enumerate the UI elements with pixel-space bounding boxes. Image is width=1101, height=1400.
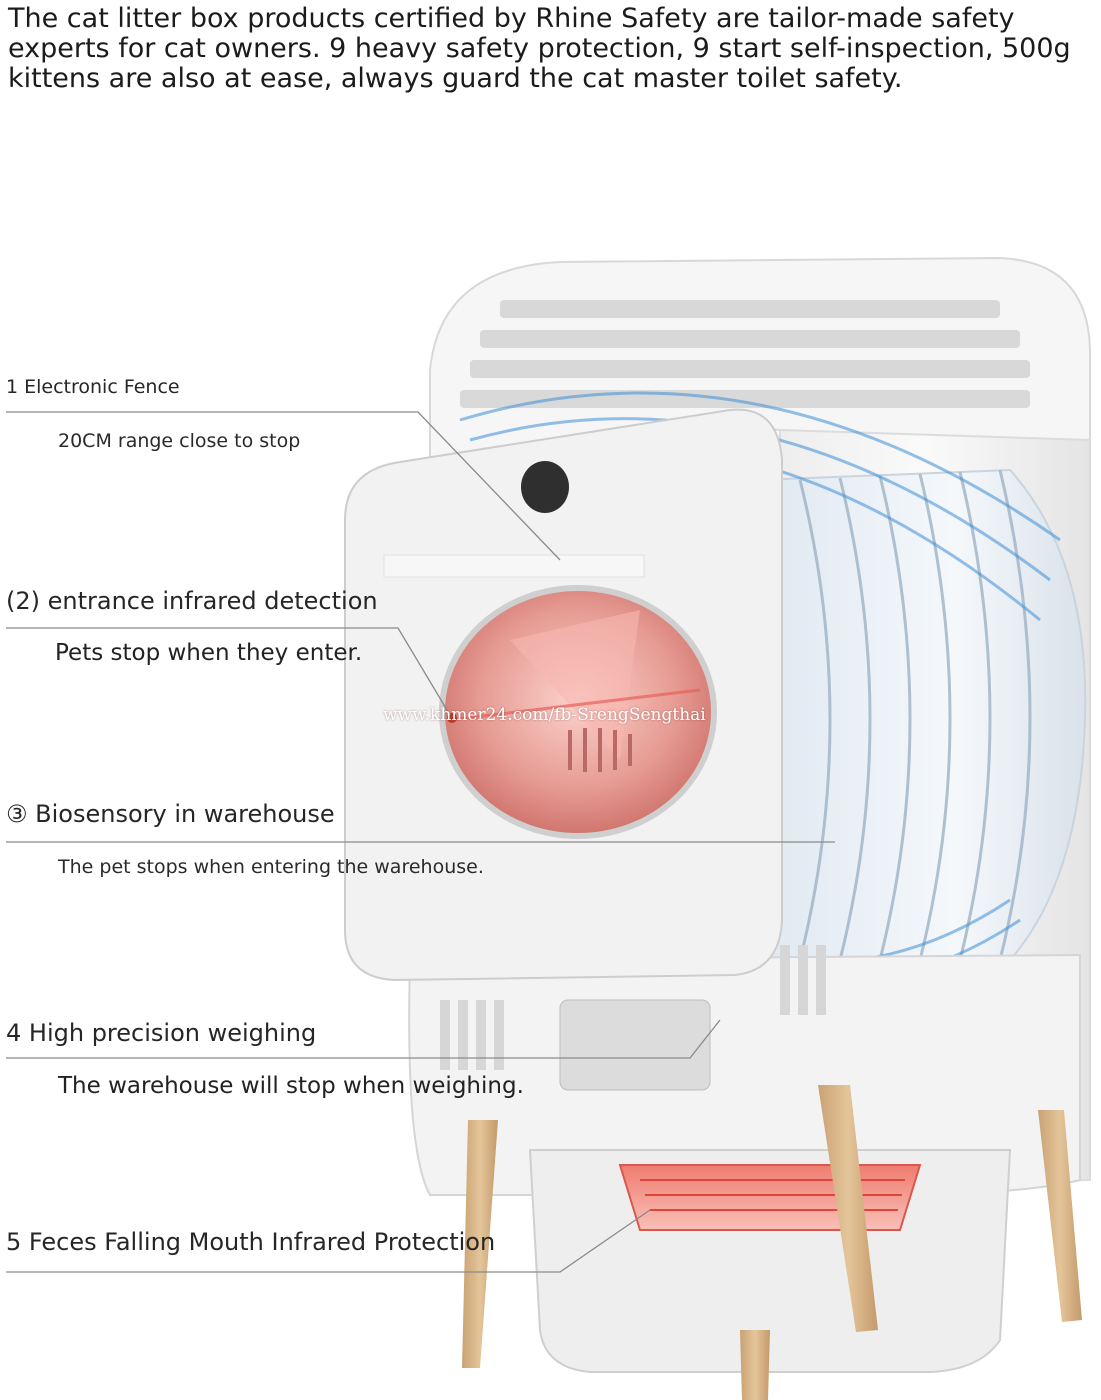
hood-vents [460, 300, 1030, 408]
feature-1-title: 1 Electronic Fence [6, 376, 180, 398]
wooden-legs [462, 1085, 1082, 1400]
infrared-beam [449, 688, 701, 722]
feature-4-description: The warehouse will stop when weighing. [58, 1073, 524, 1099]
feature-2-description: Pets stop when they enter. [55, 640, 363, 666]
infrared-grid [618, 1164, 922, 1231]
sensor-eye [521, 461, 569, 513]
intro-paragraph: The cat litter box products certified by… [8, 3, 1071, 94]
feature-5-title: 5 Feces Falling Mouth Infrared Protectio… [6, 1228, 496, 1256]
light-bar [383, 554, 645, 578]
weighing-module [559, 999, 711, 1091]
entrance-vent [568, 728, 632, 772]
base-fins [440, 945, 826, 1070]
watermark-text: www.khmer24.com/fb-SrengSengthai [383, 705, 706, 725]
drum-ribs [798, 469, 1032, 961]
leader-lines [6, 411, 835, 1273]
feature-2-title: (2) entrance infrared detection [6, 587, 378, 615]
feature-4-title: 4 High precision weighing [6, 1019, 317, 1047]
feature-3-description: The pet stops when entering the warehous… [58, 856, 484, 878]
feature-1-description: 20CM range close to stop [58, 430, 301, 452]
feature-3-title: ③ Biosensory in warehouse [6, 800, 335, 828]
drum [759, 468, 1087, 961]
